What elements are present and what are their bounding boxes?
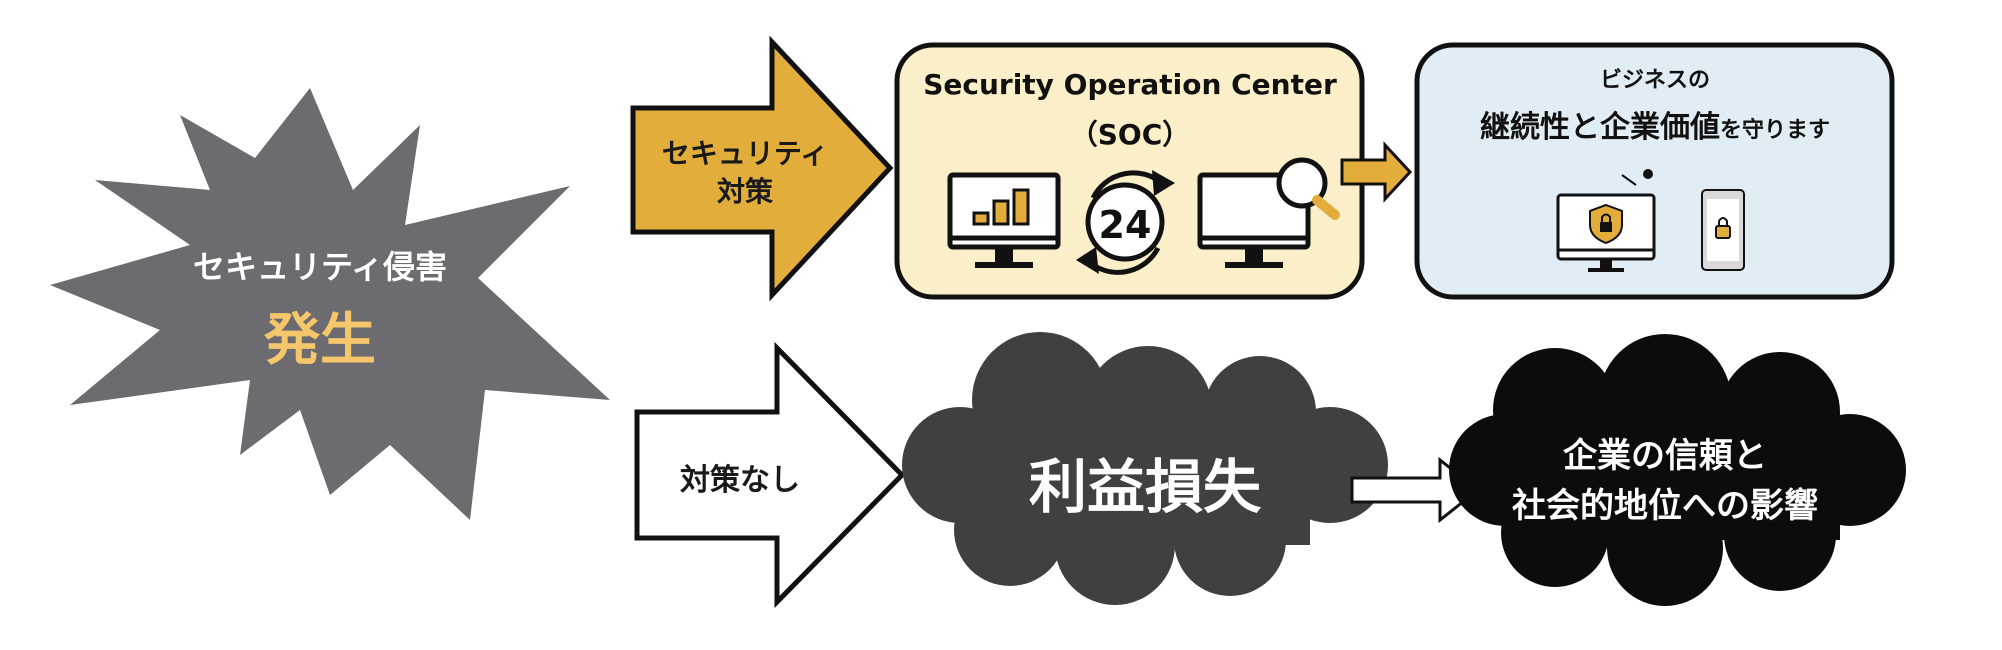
security-measures-label: セキュリティ 対策	[625, 135, 865, 211]
monitor-shield-lock-icon	[1556, 169, 1656, 272]
burst-line1: セキュリティ侵害	[192, 248, 448, 286]
security-measures-arrow	[630, 35, 894, 302]
loss-to-trust-arrow	[1350, 456, 1481, 524]
security-breach-starburst	[50, 88, 610, 520]
no-measures-arrow	[634, 341, 906, 609]
business-continuity-box	[1414, 42, 1895, 300]
security-measures-line1: セキュリティ	[661, 137, 829, 170]
smartphone-lock-icon	[1701, 189, 1745, 271]
soc-title: Security Operation Center	[923, 68, 1337, 101]
business-line2-suffix: を守ります	[1719, 118, 1830, 143]
trust-impact-cloud	[1449, 334, 1906, 606]
no-measures-label: 対策なし	[680, 463, 800, 498]
business-line1: ビジネスの	[1599, 68, 1710, 93]
security-measures-line2: 対策	[716, 175, 773, 208]
24-hour-clock-icon: 24	[1076, 170, 1175, 275]
clock-badge: 24	[1099, 203, 1152, 247]
trust-line1: 企業の信頼と	[1563, 436, 1767, 476]
profit-loss-cloud	[902, 332, 1388, 605]
monitor-bar-chart-icon	[947, 172, 1061, 268]
trust-line2: 社会的地位への影響	[1512, 486, 1818, 526]
profit-loss-label: 利益損失	[1028, 453, 1261, 521]
burst-line2: 発生	[264, 308, 376, 373]
business-line2-main: 継続性と企業価値	[1479, 110, 1720, 145]
soc-to-business-arrow	[1340, 141, 1413, 203]
monitor-magnifier-icon	[1197, 157, 1340, 268]
soc-subtitle: （SOC）	[1069, 118, 1191, 151]
business-line2: 継続性と企業価値を守ります	[1420, 102, 1890, 146]
